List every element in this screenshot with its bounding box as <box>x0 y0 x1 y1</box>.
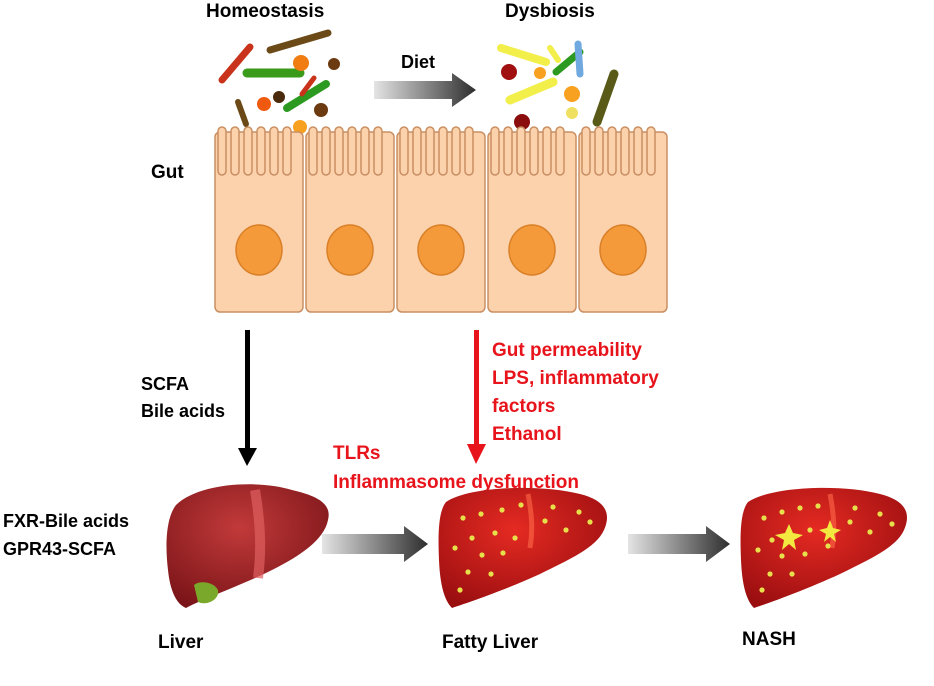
nash-liver-illustration <box>740 487 907 608</box>
gpr43-label: GPR43-SCFA <box>3 539 116 559</box>
liver-illustration <box>166 484 329 608</box>
liver-label: Liver <box>158 632 204 653</box>
homeostasis-label: Homeostasis <box>206 1 324 22</box>
homeostasis-bacteria <box>218 29 340 134</box>
dysbiosis-label: Dysbiosis <box>505 1 595 22</box>
gut-effect-1: Gut permeability <box>492 340 642 361</box>
scfa-arrow <box>238 330 257 466</box>
inflammasome-label: Inflammasome dysfunction <box>333 472 579 493</box>
gut-epithelium <box>214 126 668 313</box>
dysbiosis-bacteria <box>497 40 619 130</box>
scfa-label: SCFA <box>141 374 189 394</box>
diet-label: Diet <box>401 52 435 72</box>
tlrs-label: TLRs <box>333 443 381 464</box>
fatty-liver-illustration <box>438 487 607 608</box>
permeability-arrow <box>467 330 486 464</box>
fxr-label: FXR-Bile acids <box>3 511 129 531</box>
diet-arrow <box>374 73 476 107</box>
progression-arrow-2 <box>628 526 730 562</box>
gut-effect-2: LPS, inflammatory <box>492 368 659 389</box>
gut-effect-4: Ethanol <box>492 424 562 445</box>
gut-label: Gut <box>151 162 184 183</box>
gut-effect-3: factors <box>492 396 555 417</box>
nash-label: NASH <box>742 629 796 650</box>
bile-acids-label: Bile acids <box>141 401 225 421</box>
progression-arrow-1 <box>322 526 428 562</box>
fatty-liver-label: Fatty Liver <box>442 632 539 653</box>
